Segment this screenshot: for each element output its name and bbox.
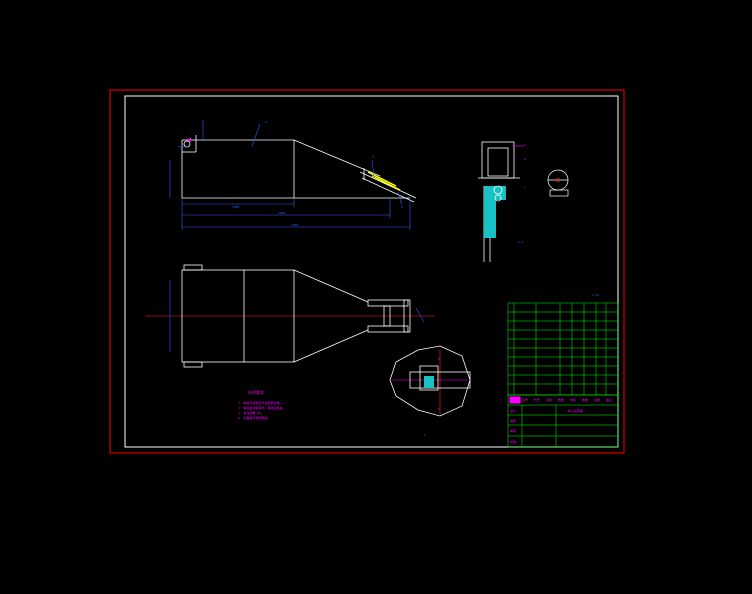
outer-border bbox=[109, 89, 625, 454]
drawing-name: 料斗总装图 bbox=[568, 408, 583, 413]
tech-note-line: 4. 表面涂防锈漆两遍。 bbox=[238, 415, 270, 420]
svg-text:序号: 序号 bbox=[522, 397, 528, 402]
title-header-cell bbox=[509, 396, 521, 404]
tech-note-line: 3. 未注圆角 R5。 bbox=[238, 410, 264, 415]
parts-list-grid bbox=[507, 302, 619, 396]
side-detail: 5 6 7 A-A bbox=[478, 141, 569, 262]
part-label: 4 bbox=[401, 205, 403, 209]
svg-text:校核: 校核 bbox=[510, 418, 516, 423]
part-label: 1 bbox=[202, 120, 204, 124]
bolt-circles bbox=[493, 185, 503, 202]
pin-center bbox=[555, 177, 561, 183]
title-grid bbox=[507, 394, 619, 448]
svg-text:代号: 代号 bbox=[534, 397, 540, 402]
tech-note-line: 2. 焊接后清除焊渣，焊缝应饱满。 bbox=[238, 405, 285, 410]
section-fill bbox=[424, 376, 434, 388]
plan-view bbox=[145, 264, 435, 368]
scale-note: 1:10 bbox=[592, 293, 599, 297]
svg-text:审核: 审核 bbox=[510, 428, 516, 433]
hopper-hinge bbox=[183, 138, 192, 148]
sign-rows: 设计 校核 审核 批准 bbox=[510, 408, 516, 444]
inner-border bbox=[124, 95, 619, 448]
svg-text:数量: 数量 bbox=[558, 397, 564, 402]
tech-notes-title: 技术要求 bbox=[248, 389, 264, 395]
section-fill bbox=[484, 186, 496, 238]
svg-text:批准: 批准 bbox=[510, 439, 516, 444]
svg-text:名称: 名称 bbox=[546, 397, 552, 402]
hopper-elevation-outline bbox=[181, 135, 417, 203]
part-label: 8 bbox=[438, 357, 440, 361]
part-label: 3 bbox=[372, 155, 374, 159]
section-label: A-A bbox=[518, 240, 524, 244]
svg-text:设计: 设计 bbox=[510, 408, 516, 413]
part-label: 9 bbox=[438, 407, 440, 411]
hopper-plan-outline bbox=[181, 264, 411, 368]
svg-text:总重: 总重 bbox=[594, 397, 600, 402]
part-label: 6 bbox=[524, 157, 526, 161]
tech-notes: 技术要求 1. 制造与验收应符合国家标准…… 2. 焊接后清除焊渣，焊缝应饱满。… bbox=[238, 389, 285, 420]
part-label: 5 bbox=[524, 143, 526, 147]
svg-text:材料: 材料 bbox=[570, 397, 576, 402]
dimension-text: 3300 bbox=[291, 223, 298, 227]
circle-detail: 8 9 I bbox=[389, 345, 471, 437]
dimension-text: 1000 bbox=[232, 205, 239, 209]
part-label: 7 bbox=[524, 185, 526, 189]
tech-note-line: 1. 制造与验收应符合国家标准…… bbox=[238, 400, 283, 405]
dimension-lines bbox=[169, 120, 411, 230]
header-cells: 序号 代号 名称 数量 材料 单重 总重 备注 bbox=[522, 397, 612, 402]
dimension-text: 2000 bbox=[278, 211, 285, 215]
bearing-block bbox=[409, 365, 471, 391]
detail-label: I bbox=[424, 433, 426, 437]
pin-detail bbox=[547, 169, 569, 197]
svg-text:单重: 单重 bbox=[582, 397, 588, 402]
svg-text:备注: 备注 bbox=[606, 397, 612, 402]
bolt-row bbox=[367, 171, 401, 191]
plan-dimension bbox=[169, 280, 425, 352]
title-block: 1:10 bbox=[507, 293, 619, 448]
top-view: 1 2 3 4 1000 2000 3300 bbox=[169, 120, 417, 230]
part-label: 2 bbox=[265, 120, 267, 124]
